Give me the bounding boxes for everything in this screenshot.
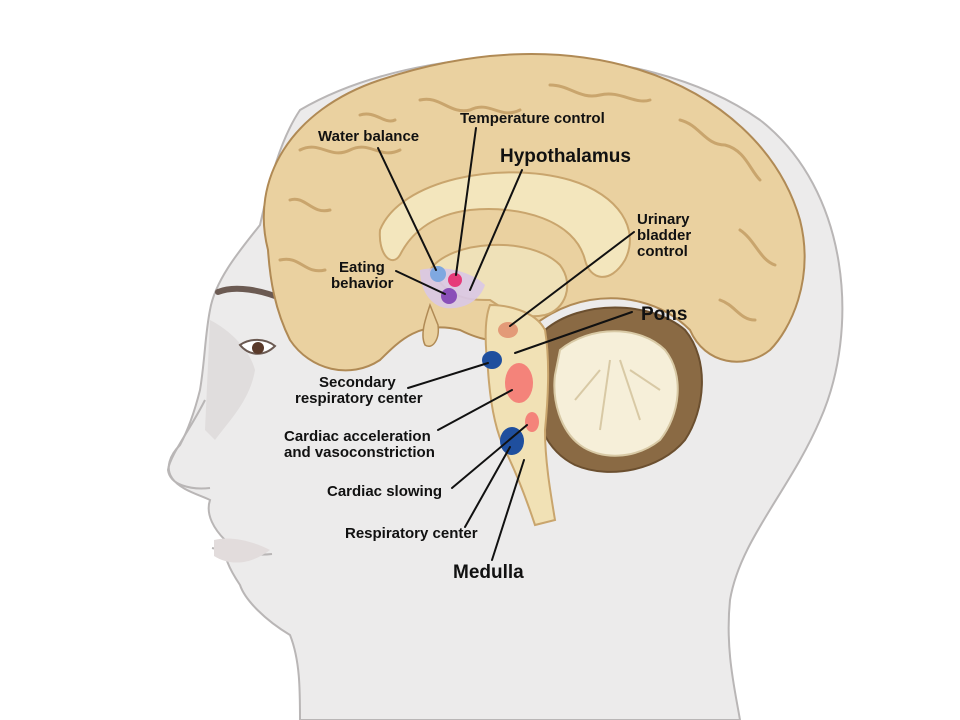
label-cardiac-slowing: Cardiac slowing — [327, 483, 442, 500]
water-balance-nucleus — [430, 266, 446, 282]
nose — [166, 399, 211, 490]
diencephalon — [428, 243, 569, 318]
cerebellum-lobes — [574, 359, 661, 431]
leader-secondary — [407, 362, 489, 389]
label-urinary-1: Urinary — [637, 211, 690, 228]
label-respiratory-center: Respiratory center — [345, 525, 478, 542]
leader-urinary — [509, 231, 635, 327]
leader-water-balance — [377, 147, 437, 271]
face-shadow — [205, 320, 255, 440]
cerebellum-arbor — [553, 330, 679, 457]
leader-cardiac-slowing — [451, 424, 528, 489]
temperature-nucleus — [448, 273, 462, 287]
label-pons: Pons — [641, 304, 687, 325]
leader-medulla — [491, 459, 525, 561]
pituitary — [422, 302, 440, 347]
leader-temperature-control — [455, 127, 477, 276]
label-urinary-3: control — [637, 243, 688, 260]
label-hypothalamus: Hypothalamus — [500, 146, 631, 167]
urinary-bladder-center — [498, 322, 518, 338]
label-temperature-control: Temperature control — [460, 110, 605, 127]
label-eating-1: Eating — [339, 259, 385, 276]
label-urinary-2: bladder — [637, 227, 691, 244]
respiratory-center — [500, 427, 524, 455]
leader-eating — [395, 270, 446, 295]
label-cardiac-acc-1: Cardiac acceleration — [284, 428, 431, 445]
leader-hypothalamus — [469, 169, 523, 291]
secondary-respiratory-center — [482, 351, 502, 369]
leader-pons — [514, 311, 633, 354]
label-secondary-2: respiratory center — [295, 390, 423, 407]
eye-iris — [252, 342, 264, 354]
label-cardiac-acc-2: and vasoconstriction — [284, 444, 435, 461]
lips — [214, 538, 270, 563]
corpus-callosum — [378, 171, 631, 278]
label-eating-2: behavior — [331, 275, 394, 292]
leader-respiratory — [464, 446, 511, 528]
cardiac-acceleration-center — [505, 363, 533, 403]
cerebral-folds — [278, 83, 777, 322]
label-medulla: Medulla — [453, 562, 524, 583]
label-water-balance: Water balance — [318, 128, 419, 145]
cardiac-slowing-center — [525, 412, 539, 432]
brainstem — [484, 303, 557, 527]
eating-nucleus — [441, 288, 457, 304]
label-secondary-1: Secondary — [319, 374, 396, 391]
leader-cardiac-acc — [437, 389, 513, 431]
